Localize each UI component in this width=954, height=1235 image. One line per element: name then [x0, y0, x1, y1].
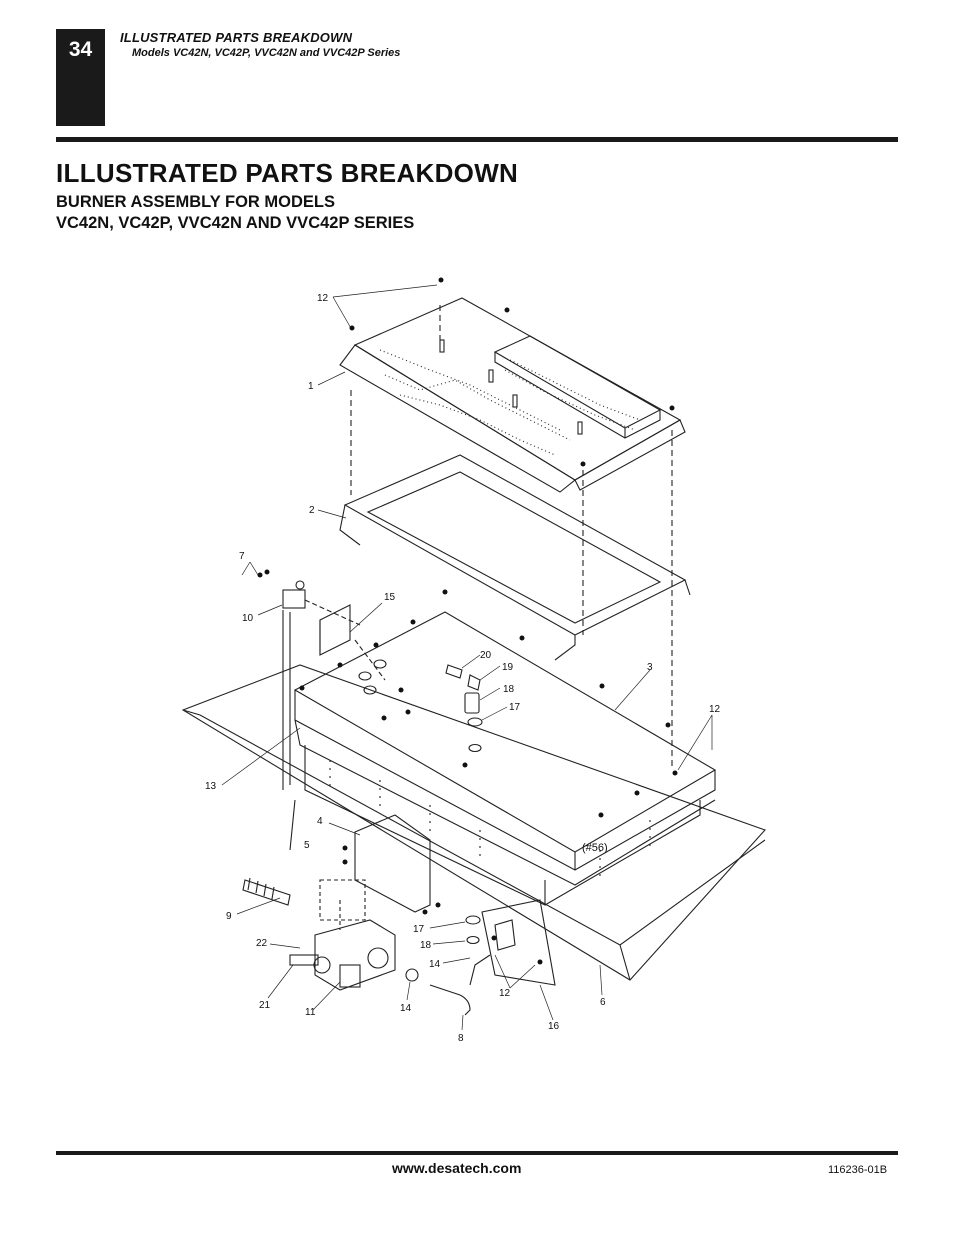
callout-4: 4 [317, 816, 323, 827]
callout-20: 20 [480, 650, 492, 661]
callout-12-right: 12 [709, 704, 721, 715]
callout-3: 3 [647, 662, 653, 673]
page-number-tab: 34 [56, 29, 105, 126]
exploded-view-svg: 12 1 2 7 10 15 20 19 18 17 3 12 13 4 5 9… [181, 277, 766, 1044]
running-title: ILLUSTRATED PARTS BREAKDOWN [120, 30, 353, 45]
callout-15: 15 [384, 592, 396, 603]
part-22-gas-valve [314, 919, 396, 991]
callout-17-lower: 17 [413, 924, 425, 935]
burner-assembly-diagram: 12 1 2 7 10 15 20 19 18 17 3 12 13 4 5 9… [170, 268, 780, 1058]
callout-11: 11 [305, 1007, 316, 1018]
callout-12-top: 12 [317, 293, 329, 304]
header-rule [56, 137, 898, 142]
callout-22: 22 [256, 938, 268, 949]
callout-14-lower: 14 [400, 1003, 412, 1014]
running-subtitle: Models VC42N, VC42P, VVC42N and VVC42P S… [132, 47, 401, 59]
part-2-frame [343, 454, 687, 636]
callout-21: 21 [259, 1000, 271, 1011]
callout-16: 16 [548, 1021, 560, 1032]
callout-18-lower: 18 [420, 940, 432, 951]
callout-56: (#56) [582, 842, 608, 854]
part-6-pan [181, 664, 766, 981]
callout-17: 17 [509, 702, 521, 713]
part-4-bracket [354, 814, 431, 913]
page-title: ILLUSTRATED PARTS BREAKDOWN [56, 158, 519, 188]
callout-12-lower: 12 [499, 988, 511, 999]
callout-8: 8 [458, 1033, 464, 1044]
part-1-plate [353, 297, 682, 481]
callout-2: 2 [309, 505, 315, 516]
section-subtitle-line2: VC42N, VC42P, VVC42N AND VVC42P SERIES [56, 214, 415, 232]
part-1-front-edge [339, 344, 576, 493]
part-15-bracket [319, 604, 351, 656]
callout-14-mid: 14 [429, 959, 441, 970]
part-8-tube [429, 984, 471, 1016]
part-16-plate [481, 899, 556, 986]
callout-13: 13 [205, 781, 217, 792]
callout-19: 19 [502, 662, 514, 673]
page-number: 34 [68, 38, 93, 61]
callout-9: 9 [226, 911, 232, 922]
footer-rule [56, 1151, 898, 1155]
callout-1: 1 [308, 381, 314, 392]
section-subtitle-line1: BURNER ASSEMBLY FOR MODELS [56, 193, 336, 211]
callout-10: 10 [242, 613, 254, 624]
callout-18: 18 [503, 684, 515, 695]
callout-6: 6 [600, 997, 606, 1008]
part-1-box [493, 335, 662, 429]
callout-7: 7 [239, 551, 245, 562]
callout-5: 5 [304, 840, 310, 851]
part-9-fitting [242, 879, 291, 906]
footer-url[interactable]: www.desatech.com [392, 1160, 522, 1176]
document-code: 116236-01B [828, 1164, 888, 1176]
